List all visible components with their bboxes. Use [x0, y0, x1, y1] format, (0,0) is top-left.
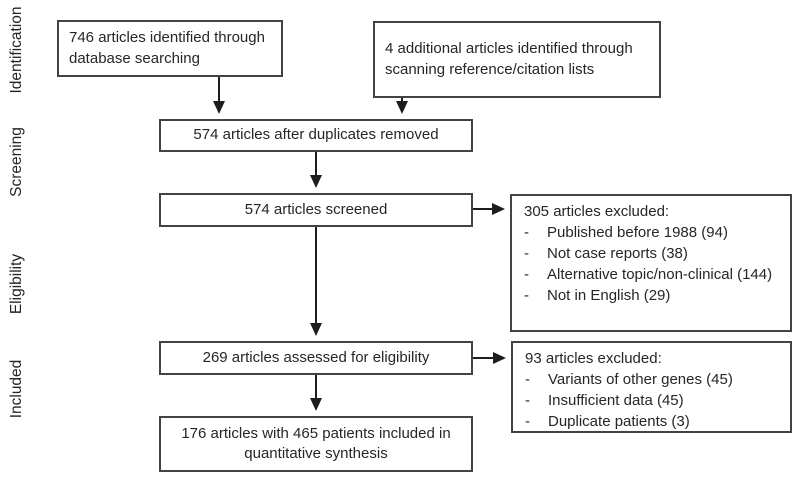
excluded-screening-item-text: Published before 1988 (94)	[547, 224, 728, 241]
list-item: - Insufficient data (45)	[525, 390, 782, 411]
excluded-screening-title: 305 articles excluded:	[524, 203, 670, 220]
bullet-dash: -	[525, 413, 530, 430]
excluded-screening-item-text: Not in English (29)	[547, 287, 671, 304]
bullet-dash: -	[524, 224, 529, 241]
excluded-eligibility-title: 93 articles excluded:	[525, 350, 662, 367]
bullet-dash: -	[525, 371, 530, 388]
stage-label-included: Included	[8, 359, 25, 419]
box-included-synthesis-text: 176 articles with 465 patients included …	[181, 424, 451, 462]
bullet-dash: -	[525, 392, 530, 409]
box-identified-database-text: 746 articles identified through database…	[69, 29, 265, 67]
box-excluded-screening: 305 articles excluded: - Published befor…	[510, 194, 792, 332]
list-item: - Not in English (29)	[524, 285, 782, 306]
list-item: - Variants of other genes (45)	[525, 369, 782, 390]
box-assessed-text: 269 articles assessed for eligibility	[202, 348, 430, 366]
stage-label-screening: Screening	[8, 127, 25, 197]
bullet-dash: -	[524, 287, 529, 304]
box-after-duplicates: 574 articles after duplicates removed	[159, 119, 473, 152]
box-excluded-eligibility: 93 articles excluded: - Variants of othe…	[511, 341, 792, 433]
box-included-synthesis: 176 articles with 465 patients included …	[159, 416, 473, 472]
box-identified-references: 4 additional articles identified through…	[373, 21, 661, 98]
list-item: - Not case reports (38)	[524, 243, 782, 264]
stage-label-identification: Identification	[8, 6, 25, 94]
list-item: - Duplicate patients (3)	[525, 411, 782, 432]
stage-label-eligibility: Eligibility	[8, 253, 25, 315]
excluded-eligibility-item-text: Insufficient data (45)	[548, 392, 684, 409]
excluded-screening-item-text: Alternative topic/non-clinical (144)	[547, 266, 773, 283]
box-screened: 574 articles screened	[159, 193, 473, 227]
box-assessed: 269 articles assessed for eligibility	[159, 341, 473, 375]
excluded-eligibility-item-text: Variants of other genes (45)	[548, 371, 733, 388]
list-item: - Alternative topic/non-clinical (144)	[524, 264, 782, 285]
box-after-duplicates-text: 574 articles after duplicates removed	[193, 126, 439, 144]
box-identified-database: 746 articles identified through database…	[57, 20, 283, 77]
excluded-screening-item-text: Not case reports (38)	[547, 245, 688, 262]
list-item: - Published before 1988 (94)	[524, 222, 782, 243]
bullet-dash: -	[524, 266, 529, 283]
box-screened-text: 574 articles screened	[244, 200, 388, 218]
excluded-eligibility-item-text: Duplicate patients (3)	[548, 413, 690, 430]
box-identified-references-text: 4 additional articles identified through…	[385, 40, 633, 78]
bullet-dash: -	[524, 245, 529, 262]
